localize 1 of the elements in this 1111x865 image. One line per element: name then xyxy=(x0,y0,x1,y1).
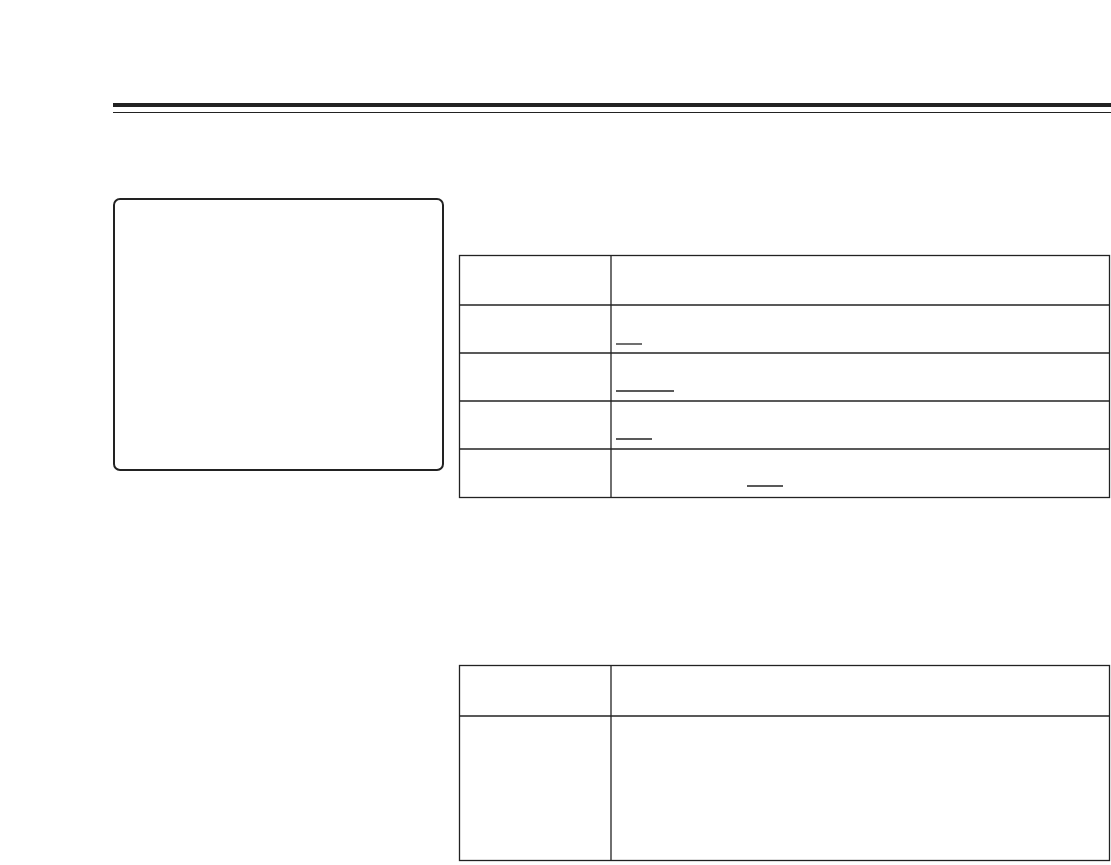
rounded-box xyxy=(113,198,444,471)
